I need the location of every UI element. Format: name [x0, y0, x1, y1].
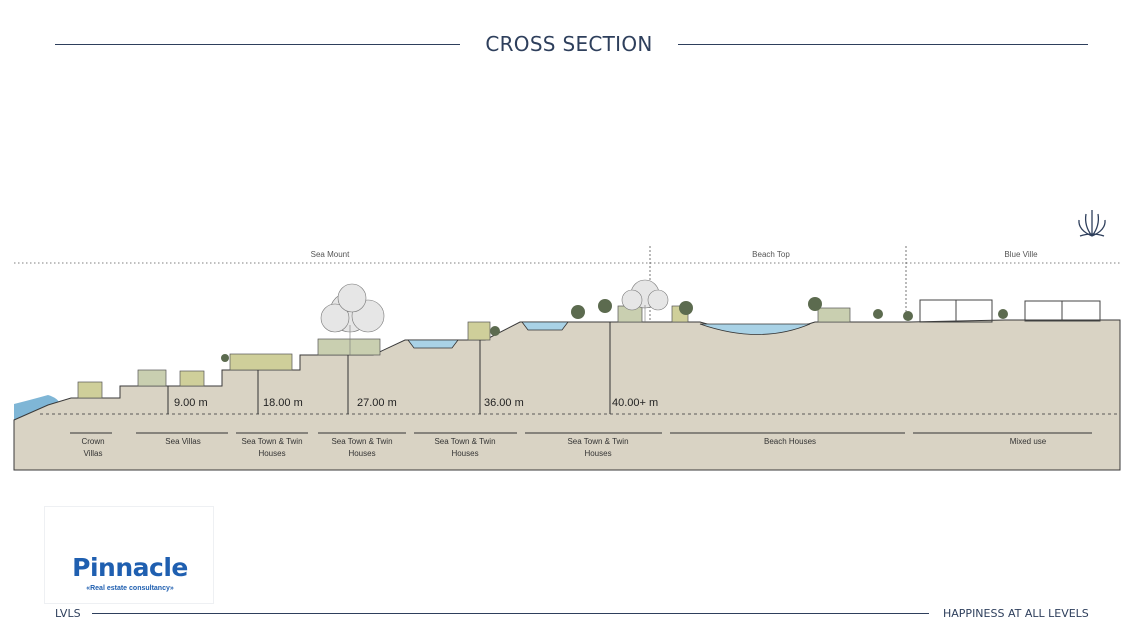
building [317, 338, 381, 356]
zone-label: Sea Mount [311, 250, 350, 259]
zone-label: Beach Top [752, 250, 790, 259]
footer-tagline: HAPPINESS AT ALL LEVELS [943, 607, 1089, 620]
category-label: Sea Town & Twin [241, 437, 302, 446]
title-row: CROSS SECTION [55, 30, 1088, 60]
category-label: Houses [258, 449, 285, 458]
category-label: Sea Villas [165, 437, 200, 446]
footer-left-label: LVLS [55, 607, 81, 620]
zone-label: Blue Ville [1004, 250, 1038, 259]
building [467, 321, 491, 341]
building [817, 307, 851, 323]
brand-emblem-icon [1078, 210, 1106, 237]
building [229, 353, 293, 371]
level-label: 36.00 m [484, 397, 524, 409]
category-label: Beach Houses [764, 437, 816, 446]
category-label: Sea Town & Twin [567, 437, 628, 446]
level-label: 40.00+ m [612, 397, 658, 409]
level-label: 27.00 m [357, 397, 397, 409]
pool [521, 321, 569, 331]
category-label: Houses [451, 449, 478, 458]
category-label: Houses [584, 449, 611, 458]
page-title: CROSS SECTION [485, 32, 653, 56]
tree [621, 279, 669, 322]
category-label: Houses [348, 449, 375, 458]
tree [320, 283, 385, 355]
lagoon [699, 323, 811, 335]
category-label: Sea Town & Twin [331, 437, 392, 446]
category-label: Mixed use [1010, 437, 1047, 446]
logo-tagline: «Real estate consultancy» [86, 585, 174, 592]
building [179, 370, 205, 387]
level-label: 18.00 m [263, 397, 303, 409]
terrain-ground [13, 319, 1121, 471]
footer-rule [92, 613, 929, 614]
building [137, 369, 167, 387]
shrub [221, 297, 1008, 362]
logo: Pinnacle «Real estate consultancy» [44, 506, 214, 604]
category-label: Sea Town & Twin [434, 437, 495, 446]
pool [407, 339, 459, 349]
category-label: Crown [81, 437, 104, 446]
building [77, 381, 103, 399]
category-label: Villas [84, 449, 103, 458]
title-rule-left [55, 44, 460, 45]
logo-wordmark: Pinnacle [72, 553, 188, 582]
level-label: 9.00 m [174, 397, 208, 409]
title-rule-right [678, 44, 1088, 45]
